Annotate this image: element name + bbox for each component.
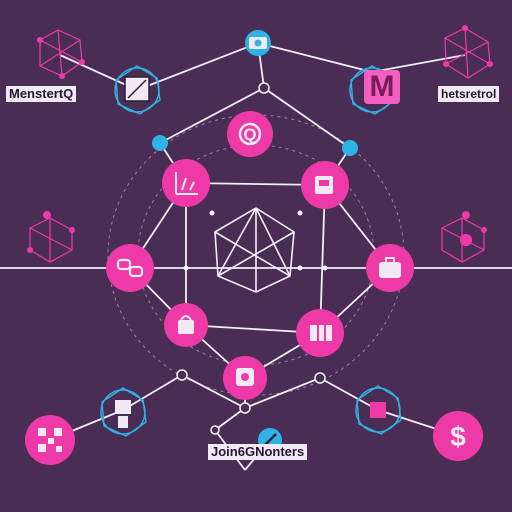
bag-icon (178, 315, 194, 334)
molecule-top-right (444, 27, 491, 79)
desktop-monitor-icon (124, 76, 150, 102)
pin-icon (236, 368, 254, 386)
tools-icon (310, 325, 332, 341)
briefcase-icon (379, 257, 401, 278)
center-node-ring (238, 122, 262, 146)
qr-icon (38, 428, 62, 452)
cup-icon (315, 176, 333, 194)
camera-icon (249, 37, 267, 49)
logo-letter: M (364, 70, 400, 104)
bottom-center-label: Join6GNonters (208, 444, 308, 460)
dollar-icon: $ (450, 421, 466, 452)
top-left-label: MenstertQ (6, 86, 77, 102)
crate-icon (370, 402, 386, 418)
central-wireframe (214, 207, 295, 293)
top-right-label: hetsretrol (438, 86, 500, 102)
chart-icon (175, 172, 198, 195)
chain-link-icon (116, 258, 144, 278)
pink-nodes (25, 111, 483, 465)
tiny-dots (183, 210, 328, 271)
molecule-top-left (39, 29, 83, 77)
center-glyph: Q (243, 125, 256, 144)
molecule-mid-left (29, 217, 73, 263)
robot-icon (115, 400, 131, 428)
junction-dots (176, 82, 326, 435)
